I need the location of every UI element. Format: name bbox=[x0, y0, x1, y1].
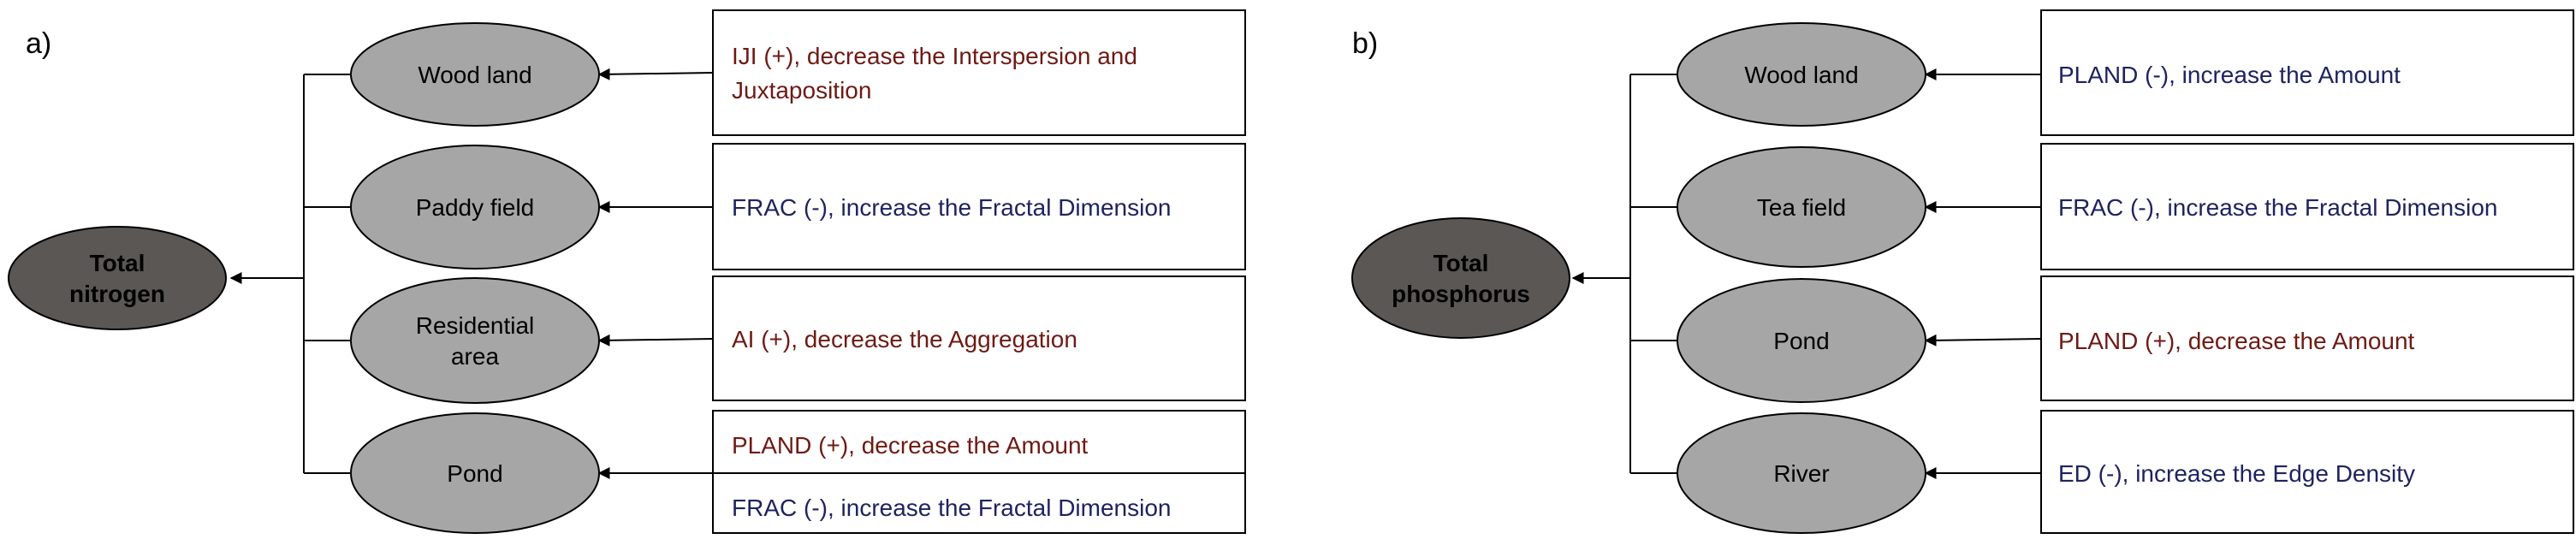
panel-a: a) Total nitrogen Wood land Padd bbox=[8, 9, 1246, 534]
panel-a-box-text-line1: IJI (+), decrease the Interspersion and bbox=[732, 43, 1137, 69]
panel-a-box-text-frac: FRAC (-), increase the Fractal Dimension bbox=[732, 495, 1171, 521]
panel-a-box-pond-metrics: PLAND (+), decrease the Amount FRAC (-),… bbox=[712, 410, 1246, 534]
panel-a-node-label: Paddy field bbox=[416, 194, 535, 221]
panel-b: b) Total phosphorus Wood land Tea field bbox=[1351, 9, 2574, 534]
panel-b-label: b) bbox=[1352, 27, 1378, 60]
panel-a-label: a) bbox=[26, 27, 51, 60]
panel-a-node-pond: Pond bbox=[350, 412, 600, 534]
panel-b-node-river: River bbox=[1677, 412, 1926, 534]
panel-a-box-text: AI (+), decrease the Aggregation bbox=[732, 326, 1077, 352]
panel-a-node-label: Pond bbox=[447, 460, 502, 487]
panel-a-box-text-line2: Juxtaposition bbox=[732, 77, 871, 104]
panel-b-node-pond: Pond bbox=[1677, 278, 1926, 403]
panel-b-box-frac: FRAC (-), increase the Fractal Dimension bbox=[2040, 143, 2574, 270]
panel-a-node-residential-area: Residential area bbox=[350, 277, 600, 404]
panel-b-node-wood-land: Wood land bbox=[1677, 22, 1926, 127]
panel-b-connectors bbox=[1571, 68, 2042, 479]
panel-b-box-ed: ED (-), increase the Edge Density bbox=[2040, 410, 2574, 534]
panel-b-root-line2: phosphorus bbox=[1392, 281, 1530, 307]
panel-b-node-label: Pond bbox=[1773, 328, 1829, 354]
panel-b-box-text: ED (-), increase the Edge Density bbox=[2058, 460, 2415, 487]
panel-a-root-total-nitrogen: Total nitrogen bbox=[8, 226, 227, 330]
panel-a-node-label-line1: Residential bbox=[416, 312, 535, 339]
panel-a-box-iji: IJI (+), decrease the Interspersion and … bbox=[712, 9, 1246, 136]
panel-a-node-label: Wood land bbox=[418, 62, 531, 88]
panel-a-connectors bbox=[229, 68, 714, 479]
panel-b-box-pland-wood: PLAND (-), increase the Amount bbox=[2040, 9, 2574, 136]
panel-a-node-label-line2: area bbox=[451, 343, 499, 370]
panel-a-box-text-pland: PLAND (+), decrease the Amount bbox=[732, 432, 1089, 459]
panel-b-root-total-phosphorus: Total phosphorus bbox=[1351, 217, 1570, 339]
panel-a-box-text: FRAC (-), increase the Fractal Dimension bbox=[732, 194, 1171, 221]
panel-a-box-frac: FRAC (-), increase the Fractal Dimension bbox=[712, 143, 1246, 270]
panel-b-node-label: River bbox=[1773, 460, 1829, 487]
panel-a-node-paddy-field: Paddy field bbox=[350, 145, 600, 270]
panel-a-root-line2: nitrogen bbox=[69, 281, 165, 307]
panel-b-box-text: FRAC (-), increase the Fractal Dimension bbox=[2058, 194, 2497, 221]
panel-a-root-line1: Total bbox=[90, 250, 145, 276]
panel-b-box-text: PLAND (-), increase the Amount bbox=[2058, 62, 2401, 88]
panel-a-box-ai: AI (+), decrease the Aggregation bbox=[712, 275, 1246, 401]
panel-b-node-label: Wood land bbox=[1744, 62, 1858, 88]
panel-a-node-wood-land: Wood land bbox=[350, 22, 600, 127]
panel-b-box-pland-pond: PLAND (+), decrease the Amount bbox=[2040, 275, 2574, 401]
panel-b-box-text: PLAND (+), decrease the Amount bbox=[2058, 328, 2415, 354]
panel-b-node-tea-field: Tea field bbox=[1677, 146, 1926, 268]
panel-b-root-line1: Total bbox=[1433, 250, 1489, 276]
panel-b-node-label: Tea field bbox=[1757, 194, 1846, 221]
